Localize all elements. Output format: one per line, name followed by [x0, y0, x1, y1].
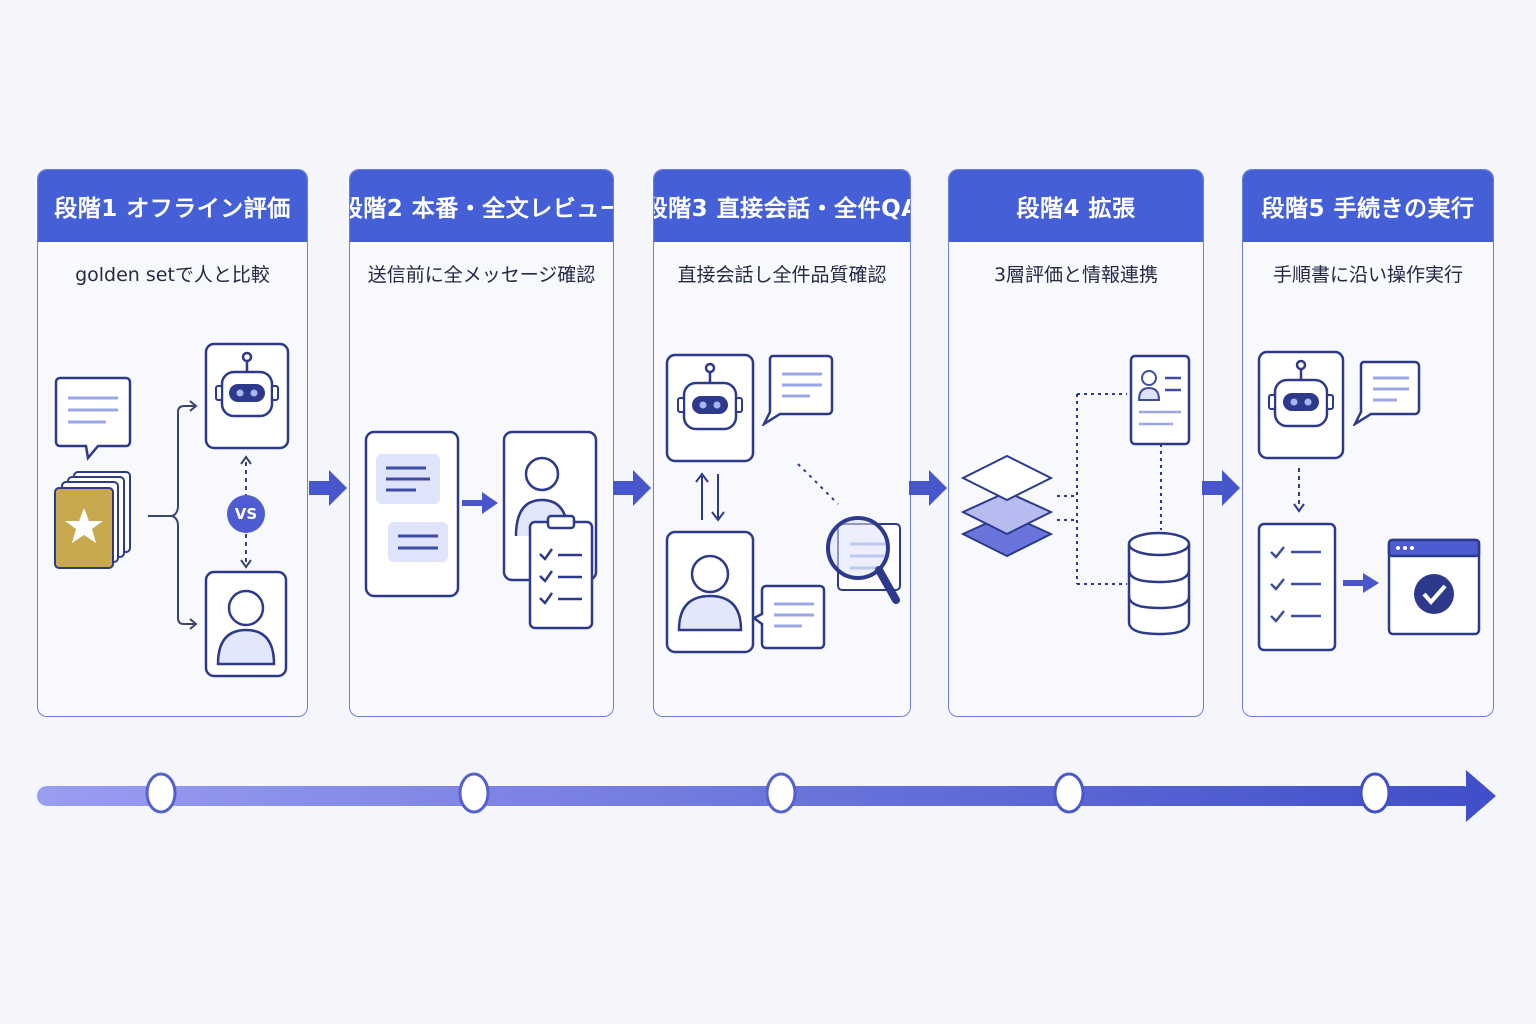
stage-4-title: 段階4 拡張: [949, 170, 1203, 242]
bidirectional-arrow-icon: [695, 472, 725, 522]
inspection-dotted-line: [797, 463, 839, 505]
magnifier-icon: [826, 516, 901, 604]
stage-flow-arrow: [309, 470, 347, 506]
timeline-bar: [37, 786, 1473, 806]
timeline-node-5: [1359, 772, 1391, 814]
timeline-node-4: [1053, 772, 1085, 814]
stage-1-title: 段階1 オフライン評価: [38, 170, 307, 242]
reviewer-with-checklist-icon: [502, 430, 598, 630]
stage-4-card: 段階4 拡張 3層評価と情報連携: [948, 169, 1204, 717]
timeline-node-3: [765, 772, 797, 814]
stage-4-description: 3層評価と情報連携: [993, 264, 1159, 286]
arrow-right-icon: [1343, 573, 1379, 593]
stage-5-card: 段階5 手続きの実行 手順書に沿い操作実行: [1242, 169, 1494, 717]
stage-1-card: 段階1 オフライン評価 golden setで人と比較: [37, 169, 308, 717]
stage-5-description: 手順書に沿い操作実行: [1272, 264, 1463, 286]
vs-badge: VS: [227, 495, 265, 533]
golden-set-star-card-icon: [54, 471, 131, 569]
person-icon: [665, 530, 755, 654]
robot-icon: [665, 353, 755, 463]
stage-2-description: 送信前に全メッセージ確認: [367, 264, 596, 286]
profile-card-icon: [1129, 354, 1191, 446]
branch-connector: [148, 400, 198, 630]
timeline-node-1: [145, 772, 177, 814]
stage-3-title: 段階3 直接会話・全件QA: [654, 170, 910, 242]
message-window-icon: [364, 430, 460, 598]
timeline-arrowhead: [1466, 770, 1496, 822]
layers-icon: [960, 454, 1054, 558]
data-link-connector: [1057, 393, 1162, 585]
browser-check-icon: [1387, 538, 1481, 636]
progress-timeline: [37, 770, 1496, 822]
robot-icon: [1257, 350, 1345, 460]
stage-flow-arrow: [1202, 470, 1240, 506]
checklist-icon: [1257, 522, 1337, 652]
chat-bubble-icon: [1352, 360, 1421, 426]
stage-3-description: 直接会話し全件品質確認: [677, 264, 887, 286]
chat-bubble-icon: [752, 584, 826, 650]
stage-flow-arrow: [613, 470, 651, 506]
stage-5-title: 段階5 手続きの実行: [1243, 170, 1493, 242]
stage-3-card: 段階3 直接会話・全件QA 直接会話し全件品質確認: [653, 169, 911, 717]
stage-2-card: 段階2 本番・全文レビュー 送信前に全メッセージ確認: [349, 169, 614, 717]
arrow-right-icon: [462, 492, 498, 514]
chat-bubble-icon: [54, 376, 132, 461]
stage-1-description: golden setで人と比較: [75, 264, 270, 286]
robot-icon: [204, 342, 290, 450]
timeline-node-2: [458, 772, 490, 814]
database-icon: [1127, 531, 1191, 636]
stage-flow-arrow: [909, 470, 947, 506]
arrow-down-icon: [1293, 468, 1305, 513]
person-icon: [204, 570, 288, 678]
stage-2-title: 段階2 本番・全文レビュー: [350, 170, 613, 242]
chat-bubble-icon: [761, 354, 834, 426]
